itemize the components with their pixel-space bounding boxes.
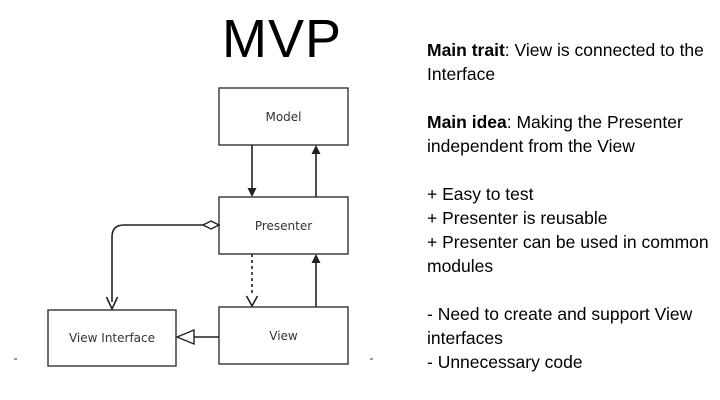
view-interface-label: View Interface (69, 331, 155, 345)
presenter-to-view-interface-aggregation (105, 220, 221, 311)
slide-title: MVP (222, 9, 343, 69)
main-idea-text: : Making the Presenter independent from … (427, 112, 683, 156)
cons-list: - Need to create and support View interf… (427, 302, 717, 374)
stray-mark-left (14, 358, 17, 360)
view-box: View (218, 306, 349, 365)
pros-list: + Easy to test + Presenter is reusable +… (427, 182, 717, 278)
main-trait-label: Main trait (427, 40, 505, 60)
notes-panel: Main trait: View is connected to the Int… (427, 38, 717, 398)
presenter-label: Presenter (255, 219, 312, 233)
con-item: - Need to create and support View interf… (427, 304, 693, 348)
model-box: Model (218, 87, 349, 146)
presenter-box: Presenter (218, 196, 349, 255)
pro-item: + Presenter is reusable (427, 208, 608, 228)
main-idea-note: Main idea: Making the Presenter independ… (427, 110, 717, 158)
model-to-presenter-arrow (247, 145, 257, 197)
view-label: View (269, 329, 298, 343)
stray-mark-right (370, 358, 373, 360)
main-trait-text: : View is connected to the Interface (427, 40, 704, 84)
con-item: - Unnecessary code (427, 352, 583, 372)
pro-item: + Easy to test (427, 184, 534, 204)
main-idea-label: Main idea (427, 112, 507, 132)
presenter-to-view-dashed-arrow (245, 254, 259, 308)
model-label: Model (265, 110, 301, 124)
mvp-diagram: Model Presenter View View Interface (47, 87, 349, 367)
main-trait-note: Main trait: View is connected to the Int… (427, 38, 717, 86)
pro-item: + Presenter can be used in common module… (427, 232, 709, 276)
view-to-view-interface-realization (175, 328, 219, 346)
view-interface-box: View Interface (47, 309, 177, 367)
view-to-presenter-arrow (311, 254, 321, 307)
presenter-to-model-arrow (311, 145, 321, 197)
